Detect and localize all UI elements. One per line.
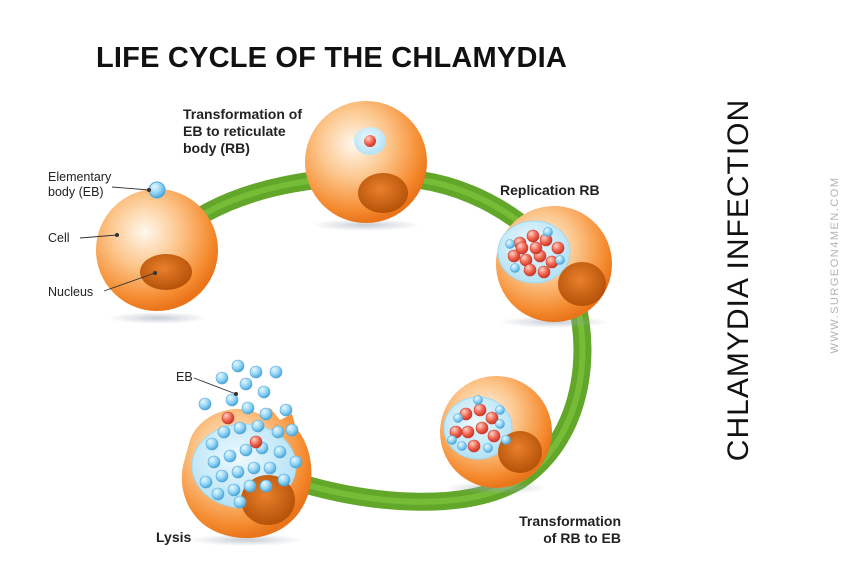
eb-particle: [231, 465, 245, 479]
label-eb: EB: [176, 370, 193, 384]
eb-particle: [233, 495, 247, 509]
eb-particle: [269, 365, 283, 379]
eb-particle: [239, 377, 253, 391]
diagram-title: LIFE CYCLE OF THE CHLAMYDIA: [96, 42, 567, 74]
rb-particle: [526, 229, 540, 243]
eb-particle: [271, 425, 285, 439]
eb-particle: [207, 455, 221, 469]
eb-particle: [233, 421, 247, 435]
eb-particle: [273, 445, 287, 459]
rb-particle: [487, 429, 501, 443]
eb-particle: [217, 425, 231, 439]
eb-particle: [259, 479, 273, 493]
pointer-lines: [79, 186, 239, 397]
eb-particle: [285, 423, 299, 437]
eb-particle: [495, 405, 505, 415]
label-cell: Cell: [48, 231, 70, 245]
cell-transformation-rb-eb: [440, 376, 552, 488]
eb-particle: [257, 385, 271, 399]
eb-particle: [555, 255, 565, 265]
cell-lysis: [181, 359, 312, 539]
rb-particles: [505, 227, 565, 279]
eb-particle: [289, 455, 303, 469]
eb-particle: [453, 413, 463, 423]
cell-infection: [96, 181, 218, 311]
eb-particle: [543, 227, 553, 237]
eb-particle: [205, 437, 219, 451]
eb-particle: [241, 401, 255, 415]
label-replication: Replication RB: [500, 182, 600, 198]
eb-particle: [473, 395, 483, 405]
eb-particle: [243, 479, 257, 493]
eb-particle: [249, 365, 263, 379]
eb-particle: [279, 403, 293, 417]
eb-particle: [447, 435, 457, 445]
eb-particle: [223, 449, 237, 463]
label-transformation-rb-eb: Transformation of RB to EB: [519, 513, 621, 546]
rb-particle: [551, 241, 565, 255]
rb-particle: [475, 421, 489, 435]
eb-particle: [215, 371, 229, 385]
rb-particle: [461, 425, 475, 439]
rb-particle: [485, 411, 499, 425]
eb-particle: [227, 483, 241, 497]
eb-particle: [247, 461, 261, 475]
label-elementary-body: Elementary body (EB): [48, 170, 112, 199]
eb-particle: [457, 441, 467, 451]
label-transformation-eb-rb: Transformation of EB to reticulate body …: [183, 106, 303, 156]
eb-particle: [277, 473, 291, 487]
label-nucleus: Nucleus: [48, 285, 94, 299]
rb-particle: [221, 411, 235, 425]
eb-particle: [215, 469, 229, 483]
eb-particle: [483, 443, 493, 453]
eb-particle: [259, 407, 273, 421]
eb-particle: [231, 359, 245, 373]
rb-particle: [537, 265, 551, 279]
eb-particle: [495, 419, 505, 429]
rb-particle: [515, 241, 529, 255]
rb-particle: [467, 439, 481, 453]
eb-particle: [251, 419, 265, 433]
rb-particle: [507, 249, 521, 263]
rb-particle: [529, 241, 543, 255]
eb-particle: [501, 435, 511, 445]
eb-particle: [263, 461, 277, 475]
eb-particles: [198, 359, 303, 509]
eb-particle: [239, 443, 253, 457]
cell-replication: [496, 206, 612, 322]
cell-transformation-eb-rb: [305, 101, 427, 223]
eb-particle: [225, 393, 239, 407]
watermark: WWW.SURGEON4MEN.COM: [829, 176, 841, 354]
rb-particle: [249, 435, 263, 449]
label-lysis: Lysis: [156, 529, 192, 545]
side-title: CHLAMYDIA INFECTION: [722, 98, 755, 462]
elementary-body-particle: [148, 181, 166, 199]
eb-particle: [199, 475, 213, 489]
rb-particle: [473, 403, 487, 417]
eb-particle: [510, 263, 520, 273]
eb-particle: [211, 487, 225, 501]
eb-particle: [198, 397, 212, 411]
mixed-particles: [447, 395, 511, 453]
rb-particle: [523, 263, 537, 277]
eb-particle: [505, 239, 515, 249]
